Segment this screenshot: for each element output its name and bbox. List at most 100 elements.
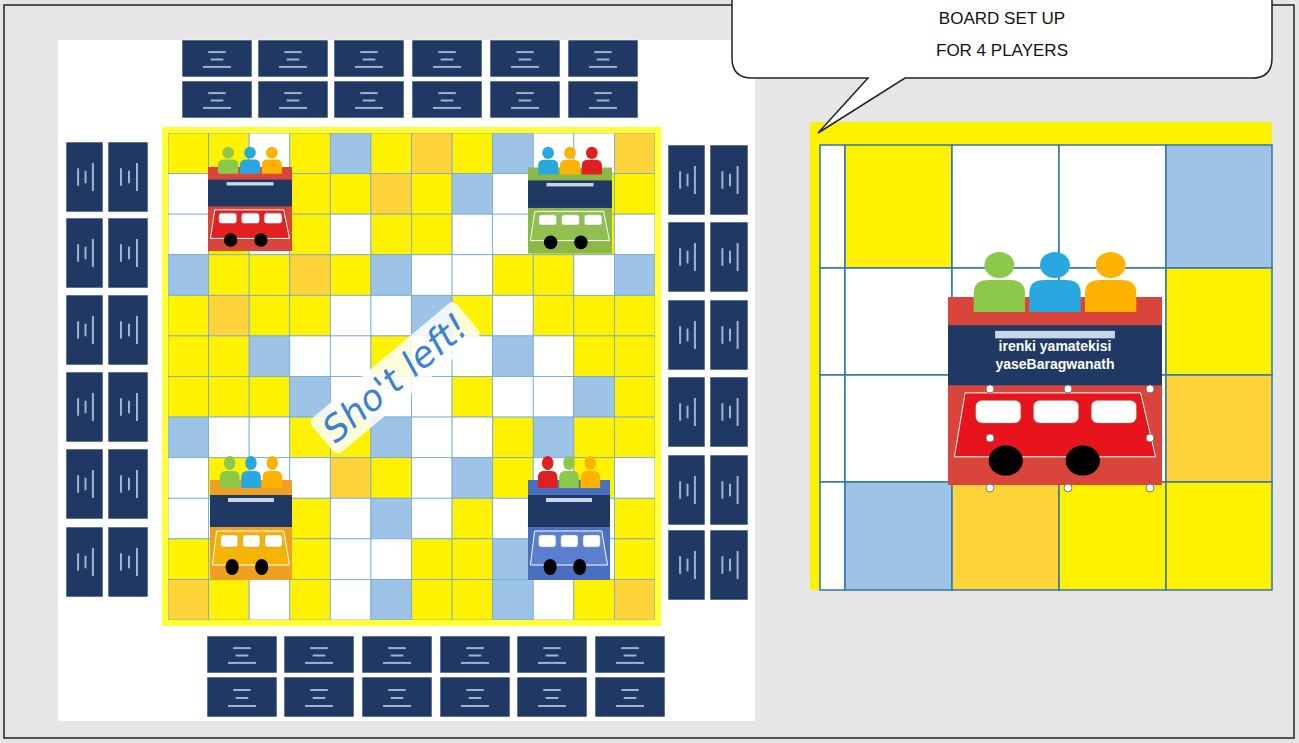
board-square [330, 133, 371, 174]
board-square [290, 579, 331, 620]
board-square [452, 579, 493, 620]
board-square [168, 377, 209, 418]
question-card [710, 300, 748, 370]
board-square [209, 336, 250, 377]
question-card [108, 295, 148, 365]
board-square [493, 458, 534, 499]
board-square [412, 539, 453, 580]
board-square [574, 255, 615, 296]
selection-handle [1064, 385, 1072, 393]
question-card [108, 218, 148, 288]
board-square [330, 295, 371, 336]
bus-sign: irenki yamatekisi yaseBaragwanath [954, 338, 1156, 373]
board-square [493, 498, 534, 539]
board-square [493, 133, 534, 174]
board-square [371, 539, 412, 580]
board-square [493, 174, 534, 215]
board-square [330, 579, 371, 620]
board-square [493, 214, 534, 255]
question-card [668, 300, 705, 370]
board-square [614, 336, 655, 377]
board-square [168, 579, 209, 620]
board-square [845, 482, 952, 590]
question-card [710, 377, 748, 447]
question-card [710, 530, 748, 600]
board-square [330, 498, 371, 539]
board-square [168, 458, 209, 499]
board-square [533, 336, 574, 377]
board-square [330, 174, 371, 215]
bus-token [208, 147, 292, 251]
question-card [284, 636, 354, 673]
question-card [108, 372, 148, 442]
board-square [209, 417, 250, 458]
board-square [249, 295, 290, 336]
board-square [614, 539, 655, 580]
board-square [452, 458, 493, 499]
board-square [209, 255, 250, 296]
question-card [595, 636, 665, 673]
board-square [614, 255, 655, 296]
board-title: Sho't left! [308, 300, 481, 456]
question-card [207, 636, 277, 673]
board-square [168, 336, 209, 377]
board-square [290, 174, 331, 215]
board-square [168, 417, 209, 458]
board-square [952, 145, 1059, 268]
board-square [1166, 482, 1272, 590]
board-square [820, 268, 845, 375]
board-square [209, 295, 250, 336]
bus-token [948, 252, 1162, 485]
board-square [845, 375, 952, 482]
board-grid [168, 133, 655, 620]
board-square [614, 498, 655, 539]
zoom-grid [820, 145, 1272, 590]
board-square [371, 579, 412, 620]
board-square [168, 295, 209, 336]
board-square [820, 375, 845, 482]
board-square [412, 498, 453, 539]
board-square [249, 417, 290, 458]
question-card [517, 677, 587, 717]
board-square [249, 377, 290, 418]
board-panel [58, 40, 755, 721]
bus-token [528, 456, 610, 580]
selection-handle [1146, 484, 1154, 492]
question-card [284, 677, 354, 717]
board-square [290, 539, 331, 580]
question-card [66, 527, 103, 597]
board-square [412, 417, 453, 458]
speech-callout: BOARD SET UP FOR 4 PLAYERS [732, 0, 1272, 80]
board-square [614, 417, 655, 458]
question-card [207, 677, 277, 717]
board-square [452, 539, 493, 580]
bus-token [528, 147, 612, 254]
board-square [574, 336, 615, 377]
question-card [66, 449, 103, 519]
question-card [668, 222, 705, 292]
board-square [614, 377, 655, 418]
board-square [168, 214, 209, 255]
board-square [493, 539, 534, 580]
board-square [371, 417, 412, 458]
question-card [412, 81, 482, 118]
board-square [371, 295, 412, 336]
zoom-panel [810, 122, 1272, 590]
board-square [209, 579, 250, 620]
question-card [595, 677, 665, 717]
question-card [258, 81, 328, 118]
question-card [668, 145, 705, 215]
board-square [290, 133, 331, 174]
board-square [452, 377, 493, 418]
question-card [66, 295, 103, 365]
question-card [412, 40, 482, 77]
selection-handle [986, 434, 994, 442]
board-square [614, 579, 655, 620]
board-square [574, 579, 615, 620]
board-square [533, 295, 574, 336]
question-card [490, 40, 560, 77]
board-square [614, 174, 655, 215]
question-card [490, 81, 560, 118]
